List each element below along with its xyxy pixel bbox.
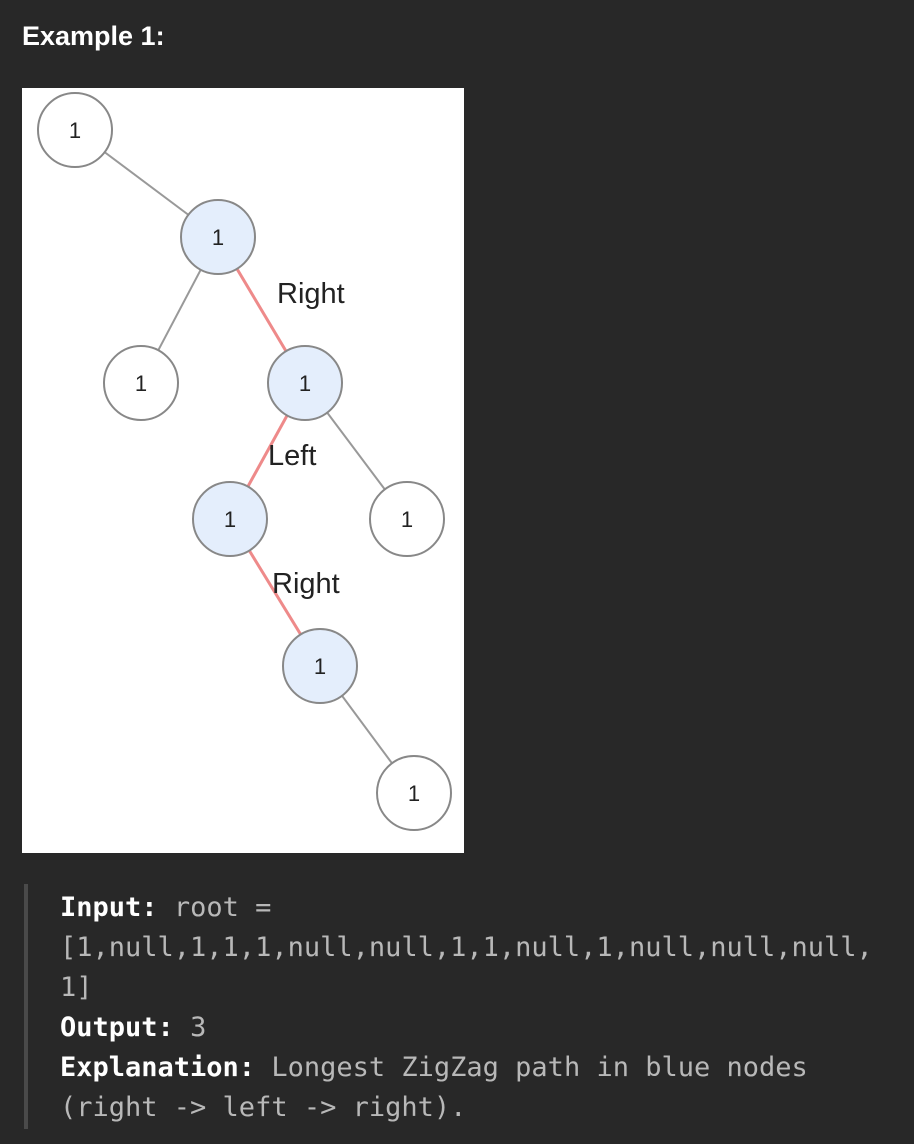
- tree-diagram: Right Left Right 1 1 1 1 1 1 1: [22, 88, 464, 853]
- tree-node-left-leaf: 1: [103, 345, 179, 421]
- tree-node-path-2: 1: [267, 345, 343, 421]
- output-label: Output:: [60, 1012, 174, 1043]
- tree-svg: Right Left Right 1 1 1 1 1 1 1: [37, 92, 452, 831]
- tree-node-path-3: 1: [192, 481, 268, 557]
- edge-label-left: Left: [268, 440, 316, 472]
- tree-node-path-4: 1: [282, 628, 358, 704]
- node-value: 1: [224, 507, 236, 532]
- input-label: Input:: [60, 892, 158, 923]
- node-value: 1: [401, 507, 413, 532]
- input-values-line: [1,null,1,1,1,null,null,1,1,null,1,null,…: [60, 932, 873, 963]
- tree-node-path-1: 1: [180, 199, 256, 275]
- explanation-text-1: Longest ZigZag path in blue nodes: [271, 1052, 808, 1083]
- output-line: Output: 3: [60, 1008, 904, 1048]
- tree-node-bottom-leaf: 1: [376, 755, 452, 831]
- node-value: 1: [69, 118, 81, 143]
- edge-label-right-1: Right: [277, 278, 345, 310]
- tree-node-right-leaf: 1: [369, 481, 445, 557]
- node-value: 1: [408, 781, 420, 806]
- node-value: 1: [135, 371, 147, 396]
- explanation-line-2: (right -> left -> right).: [60, 1092, 467, 1123]
- explanation-label: Explanation:: [60, 1052, 256, 1083]
- example-heading: Example 1:: [22, 21, 165, 51]
- input-prefix: root =: [173, 892, 272, 923]
- tree-node-root: 1: [37, 92, 113, 168]
- node-value: 1: [314, 654, 326, 679]
- input-line: Input: root =: [60, 888, 904, 928]
- input-end-line: 1]: [60, 972, 93, 1003]
- edge-label-right-2: Right: [272, 568, 340, 600]
- node-value: 1: [299, 371, 311, 396]
- output-value: 3: [190, 1012, 207, 1043]
- node-value: 1: [212, 225, 224, 250]
- example-code-block: Input: root = [1,null,1,1,1,null,null,1,…: [24, 884, 904, 1129]
- explanation-line: Explanation: Longest ZigZag path in blue…: [60, 1048, 904, 1088]
